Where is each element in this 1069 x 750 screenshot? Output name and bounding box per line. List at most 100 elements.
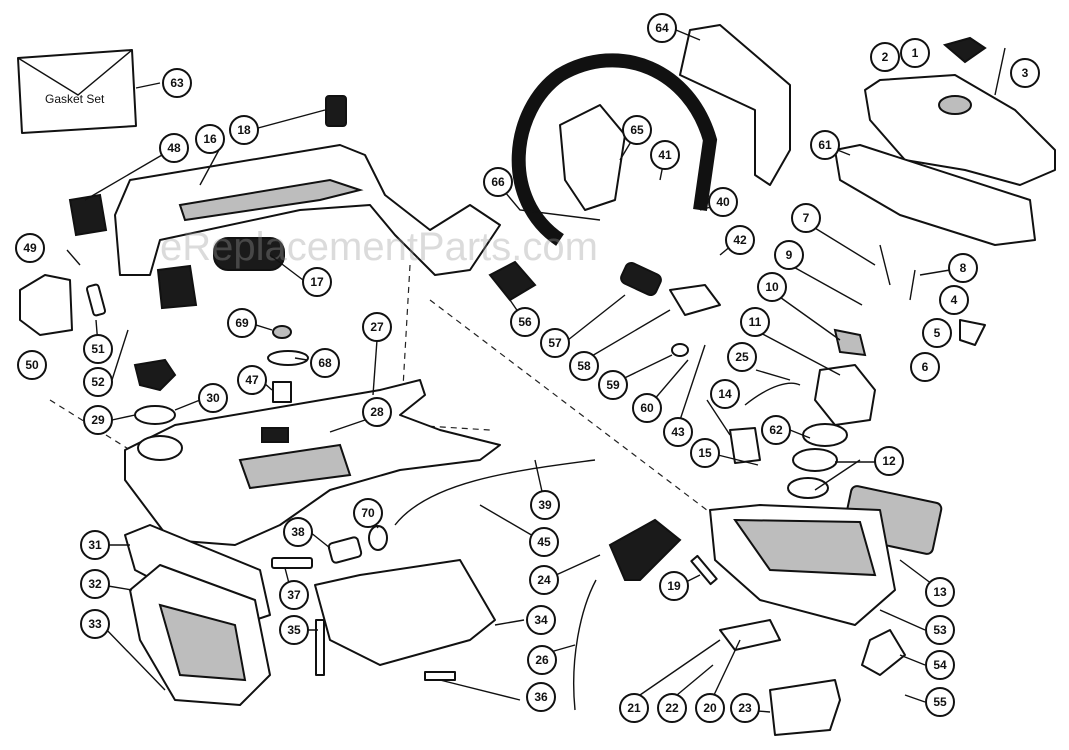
svg-text:23: 23 (738, 701, 752, 715)
callout-49: 49 (15, 233, 45, 263)
callout-15: 15 (690, 438, 720, 468)
svg-text:49: 49 (23, 241, 37, 255)
callout-5: 5 (922, 318, 952, 348)
svg-text:34: 34 (534, 613, 548, 627)
svg-text:2: 2 (882, 50, 889, 64)
callout-43: 43 (663, 417, 693, 447)
fuel-tank-base (124, 379, 501, 546)
svg-text:37: 37 (287, 588, 301, 602)
svg-text:10: 10 (765, 280, 779, 294)
callout-64: 64 (647, 13, 677, 43)
svg-text:43: 43 (671, 425, 685, 439)
svg-text:55: 55 (933, 695, 947, 709)
svg-text:70: 70 (361, 506, 375, 520)
svg-text:59: 59 (606, 378, 620, 392)
screw-parts (271, 525, 718, 681)
crankcase-housing (709, 504, 906, 736)
callout-45: 45 (529, 527, 559, 557)
callout-37: 37 (279, 580, 309, 610)
gasket-set-envelope: Gasket Set (17, 49, 137, 134)
callout-50: 50 (17, 350, 47, 380)
callout-53: 53 (925, 615, 955, 645)
svg-text:65: 65 (630, 123, 644, 137)
callout-11: 11 (740, 307, 770, 337)
svg-text:31: 31 (88, 538, 102, 552)
svg-text:36: 36 (534, 690, 548, 704)
callout-32: 32 (80, 569, 110, 599)
callout-47: 47 (237, 365, 267, 395)
left-small-parts (19, 274, 309, 425)
svg-text:29: 29 (91, 413, 105, 427)
callout-30: 30 (198, 383, 228, 413)
gasket-set-label: Gasket Set (45, 92, 105, 106)
svg-text:69: 69 (235, 316, 249, 330)
svg-text:60: 60 (640, 401, 654, 415)
front-handle-bar (511, 24, 791, 246)
lower-cover (314, 559, 496, 666)
svg-text:28: 28 (370, 405, 384, 419)
callout-18: 18 (229, 115, 259, 145)
svg-text:58: 58 (577, 359, 591, 373)
svg-text:6: 6 (922, 360, 929, 374)
svg-text:51: 51 (91, 342, 105, 356)
svg-text:33: 33 (88, 617, 102, 631)
svg-text:63: 63 (170, 76, 184, 90)
svg-text:19: 19 (667, 579, 681, 593)
svg-text:53: 53 (933, 623, 947, 637)
svg-text:64: 64 (655, 21, 669, 35)
svg-text:57: 57 (548, 336, 562, 350)
svg-text:56: 56 (518, 315, 532, 329)
callout-69: 69 (227, 308, 257, 338)
svg-text:50: 50 (25, 358, 39, 372)
callout-6: 6 (910, 352, 940, 382)
callout-68: 68 (310, 348, 340, 378)
svg-text:12: 12 (882, 454, 896, 468)
svg-text:32: 32 (88, 577, 102, 591)
callout-12: 12 (874, 446, 904, 476)
svg-text:62: 62 (769, 423, 783, 437)
callout-1: 1 (900, 38, 930, 68)
oil-pump-housing (124, 524, 271, 706)
svg-text:8: 8 (960, 261, 967, 275)
svg-text:18: 18 (237, 123, 251, 137)
callout-19: 19 (659, 571, 689, 601)
callout-40: 40 (708, 187, 738, 217)
svg-text:40: 40 (716, 195, 730, 209)
svg-text:15: 15 (698, 446, 712, 460)
svg-text:48: 48 (167, 141, 181, 155)
callout-10: 10 (757, 272, 787, 302)
svg-text:66: 66 (491, 175, 505, 189)
callout-59: 59 (598, 370, 628, 400)
callout-25: 25 (727, 342, 757, 372)
svg-text:39: 39 (538, 498, 552, 512)
svg-text:45: 45 (537, 535, 551, 549)
top-cover-assembly (834, 36, 1056, 246)
callout-48: 48 (159, 133, 189, 163)
callout-41: 41 (650, 140, 680, 170)
svg-text:20: 20 (703, 701, 717, 715)
callout-8: 8 (948, 253, 978, 283)
callout-57: 57 (540, 328, 570, 358)
svg-text:30: 30 (206, 391, 220, 405)
svg-text:68: 68 (318, 356, 332, 370)
svg-text:22: 22 (665, 701, 679, 715)
callout-38: 38 (283, 517, 313, 547)
callout-55: 55 (925, 687, 955, 717)
callout-29: 29 (83, 405, 113, 435)
callout-9: 9 (774, 240, 804, 270)
callout-39: 39 (530, 490, 560, 520)
callout-33: 33 (80, 609, 110, 639)
callout-36: 36 (526, 682, 556, 712)
svg-text:1: 1 (912, 46, 919, 60)
svg-text:4: 4 (951, 293, 958, 307)
svg-text:5: 5 (934, 326, 941, 340)
callout-14: 14 (710, 379, 740, 409)
callout-2: 2 (870, 42, 900, 72)
carburetor-assembly (729, 244, 986, 499)
svg-text:24: 24 (537, 573, 551, 587)
callout-56: 56 (510, 307, 540, 337)
callout-24: 24 (529, 565, 559, 595)
callout-31: 31 (80, 530, 110, 560)
svg-text:42: 42 (733, 233, 747, 247)
